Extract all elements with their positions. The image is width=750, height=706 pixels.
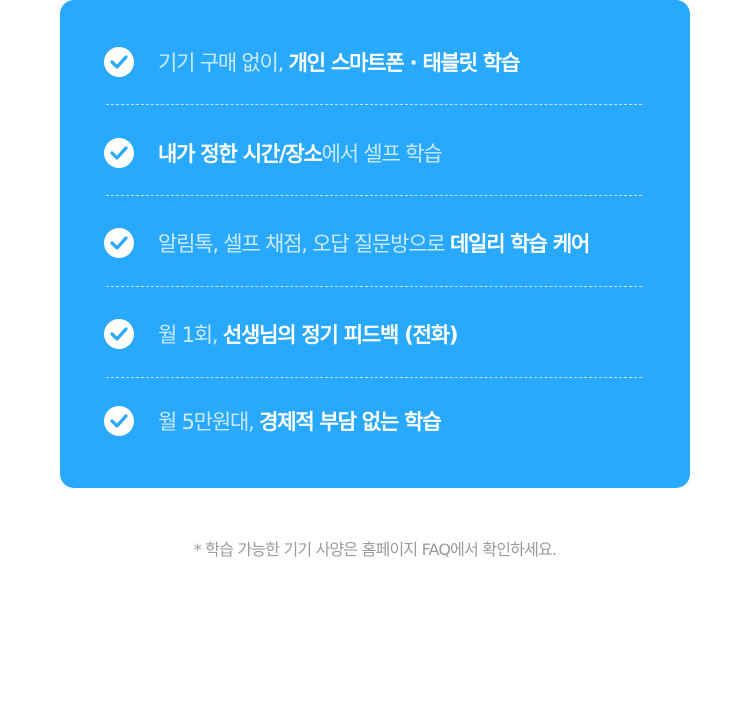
feature-item: 알림톡, 셀프 채점, 오답 질문방으로 데일리 학습 케어 [104, 223, 664, 263]
feature-item: 월 5만원대, 경제적 부담 없는 학습 [104, 401, 664, 441]
feature-text-bold: 내가 정한 시간/장소 [158, 142, 323, 166]
feature-text-bold: 경제적 부담 없는 학습 [259, 410, 442, 434]
check-circle-icon [104, 228, 134, 258]
divider [106, 286, 642, 287]
feature-text-bold: 선생님의 정기 피드백 (전화) [222, 323, 459, 347]
feature-text-light: 월 5만원대, [158, 410, 260, 434]
feature-text-bold: 데일리 학습 케어 [450, 232, 590, 256]
feature-text: 기기 구매 없이, 개인 스마트폰 · 태블릿 학습 [158, 47, 521, 77]
feature-text: 월 1회, 선생님의 정기 피드백 (전화) [158, 319, 459, 349]
features-card: 기기 구매 없이, 개인 스마트폰 · 태블릿 학습 내가 정한 시간/장소에서… [60, 0, 690, 488]
divider [106, 377, 642, 378]
feature-text: 월 5만원대, 경제적 부담 없는 학습 [158, 406, 442, 436]
check-circle-icon [104, 406, 134, 436]
feature-item: 월 1회, 선생님의 정기 피드백 (전화) [104, 314, 664, 354]
check-circle-icon [104, 47, 134, 77]
divider [106, 195, 642, 196]
feature-item: 내가 정한 시간/장소에서 셀프 학습 [104, 133, 664, 173]
check-circle-icon [104, 319, 134, 349]
footnote: * 학습 가능한 기기 사양은 홈페이지 FAQ에서 확인하세요. [193, 540, 557, 559]
divider [106, 104, 642, 105]
feature-text-light: 에서 셀프 학습 [321, 142, 443, 166]
feature-text-light: 기기 구매 없이, [158, 51, 289, 75]
feature-text-light: 알림톡, 셀프 채점, 오답 질문방으로 [158, 232, 451, 256]
check-circle-icon [104, 138, 134, 168]
feature-item: 기기 구매 없이, 개인 스마트폰 · 태블릿 학습 [104, 42, 664, 82]
feature-text: 알림톡, 셀프 채점, 오답 질문방으로 데일리 학습 케어 [158, 228, 590, 258]
feature-text: 내가 정한 시간/장소에서 셀프 학습 [158, 138, 443, 168]
feature-text-light: 월 1회, [158, 323, 223, 347]
feature-text-bold: 개인 스마트폰 · 태블릿 학습 [288, 51, 521, 75]
